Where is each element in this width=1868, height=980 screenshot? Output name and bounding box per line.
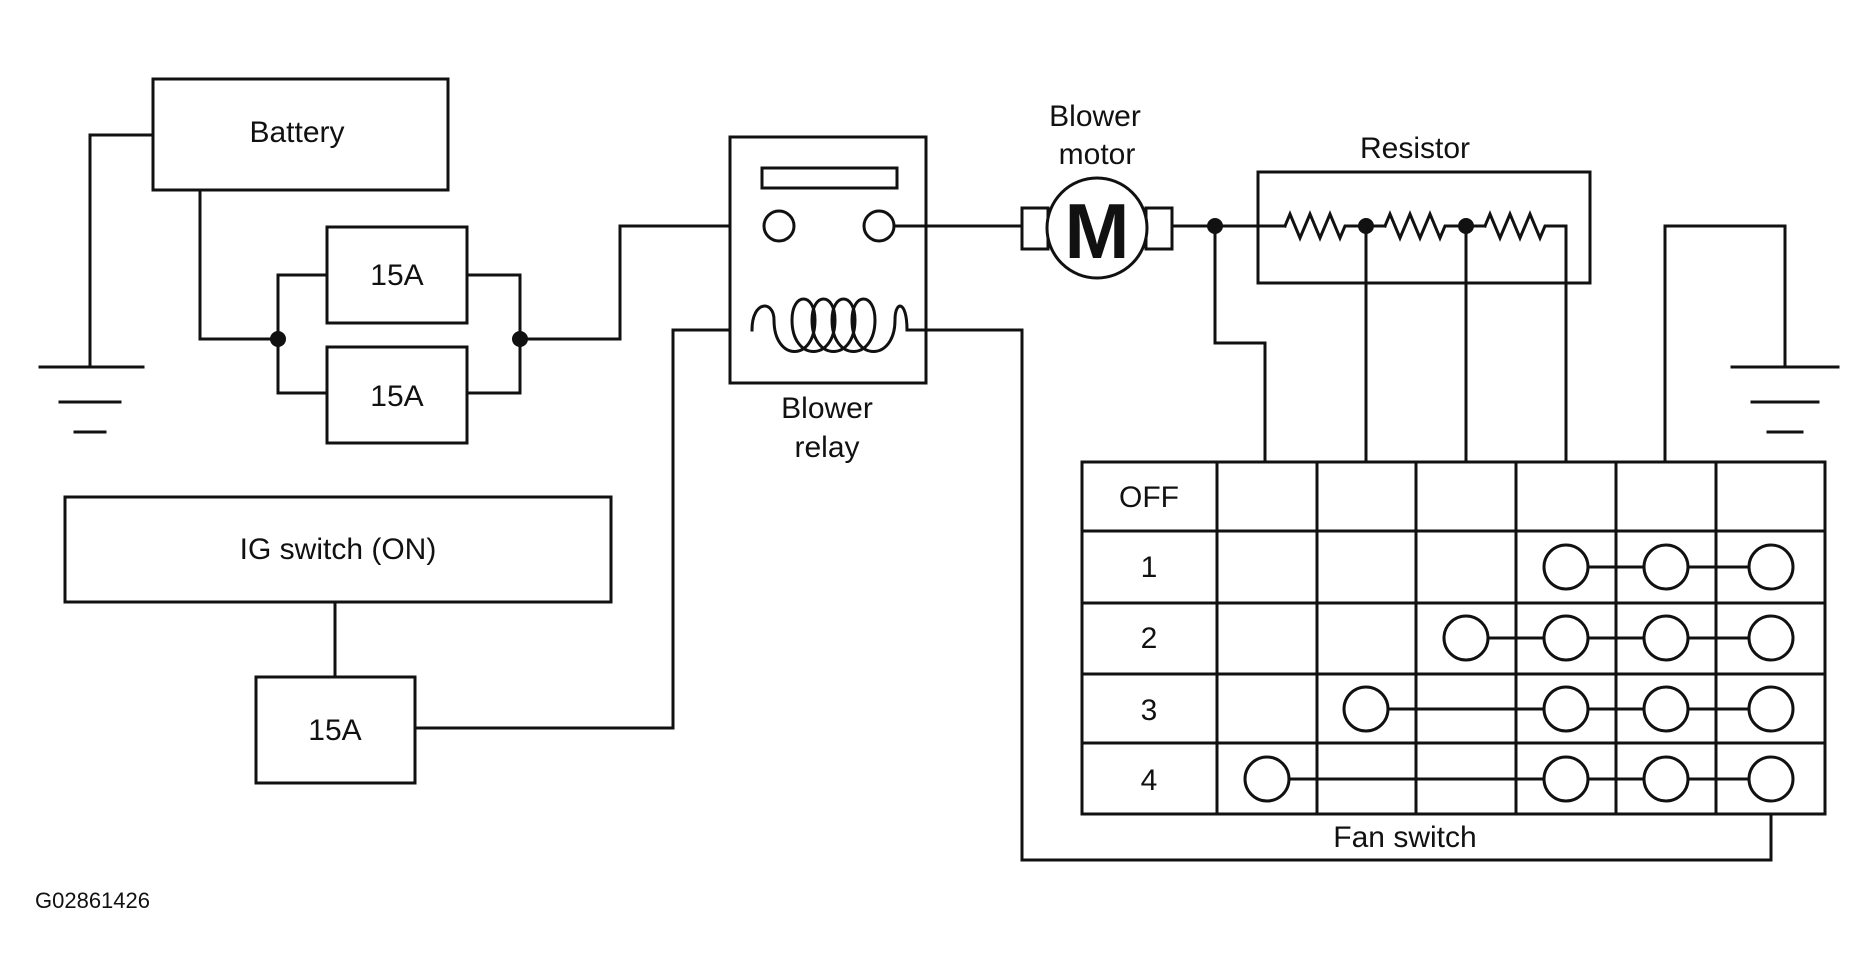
figure-id: G02861426 bbox=[35, 888, 150, 913]
fan-contact-row-1-col-3 bbox=[1542, 543, 1590, 591]
blower-motor-label-1: Blower bbox=[1049, 100, 1141, 133]
fan-switch-ground bbox=[1730, 365, 1840, 434]
ig-to-relay-coil-wire bbox=[413, 328, 757, 730]
fan-contact-row-3-col-3 bbox=[1542, 685, 1590, 733]
fan-switch-label: Fan switch bbox=[1333, 821, 1476, 854]
fuse-bottom-label: 15A bbox=[370, 380, 423, 413]
fan-contact-row-4-col-4 bbox=[1642, 755, 1690, 803]
fan-contact-row-1-col-4 bbox=[1642, 543, 1690, 591]
blower-motor-label-2: motor bbox=[1059, 138, 1136, 171]
fuse-15a-bottom: 15A bbox=[325, 345, 469, 445]
fan-contact-row-4-col-0 bbox=[1243, 755, 1291, 803]
fuse-15a-ig: 15A bbox=[254, 675, 417, 785]
blower-relay: Blower relay bbox=[728, 135, 1024, 464]
resistor-label: Resistor bbox=[1360, 132, 1470, 165]
blower-relay-label-1: Blower bbox=[781, 392, 873, 425]
fan-switch-table: OFF 1 2 3 4 Fan switch bbox=[1080, 460, 1827, 854]
fan-contact-row-2-col-4 bbox=[1642, 614, 1690, 662]
fan-contact-row-3-col-4 bbox=[1642, 685, 1690, 733]
fan-contact-row-1-col-5 bbox=[1747, 543, 1795, 591]
fan-contact-row-3-col-1 bbox=[1342, 685, 1390, 733]
battery-ground bbox=[38, 133, 155, 434]
fan-position-1: 1 bbox=[1141, 551, 1158, 584]
fuse-top-label: 15A bbox=[370, 259, 423, 292]
fan-contact-row-2-col-2 bbox=[1442, 614, 1490, 662]
fan-contact-row-4-col-3 bbox=[1542, 755, 1590, 803]
fuse-15a-top: 15A bbox=[325, 225, 469, 325]
ig-switch-label: IG switch (ON) bbox=[240, 533, 437, 566]
battery: Battery bbox=[151, 77, 450, 192]
fan-position-3: 3 bbox=[1141, 694, 1158, 727]
fan-contact-row-3-col-5 bbox=[1747, 685, 1795, 733]
resistor: Resistor bbox=[1170, 132, 1592, 285]
fan-contact-row-2-col-5 bbox=[1747, 614, 1795, 662]
motor-symbol: M bbox=[1065, 187, 1130, 275]
fan-position-4: 4 bbox=[1141, 764, 1158, 797]
blower-motor: M Blower motor bbox=[1020, 100, 1174, 280]
blower-relay-label-2: relay bbox=[794, 431, 859, 464]
fuse-ig-label: 15A bbox=[308, 714, 361, 747]
battery-label: Battery bbox=[249, 116, 344, 149]
fan-contact-row-2-col-3 bbox=[1542, 614, 1590, 662]
ig-switch: IG switch (ON) bbox=[63, 495, 613, 604]
resistor-taps bbox=[1213, 224, 1787, 464]
fan-contact-row-4-col-5 bbox=[1747, 755, 1795, 803]
fan-position-2: 2 bbox=[1141, 622, 1158, 655]
fan-position-off: OFF bbox=[1119, 481, 1179, 514]
fan-switch-connections bbox=[1243, 543, 1795, 803]
parallel-fuse-wiring bbox=[198, 188, 765, 395]
relay-coil-to-fan-switch-wire bbox=[905, 328, 1773, 862]
